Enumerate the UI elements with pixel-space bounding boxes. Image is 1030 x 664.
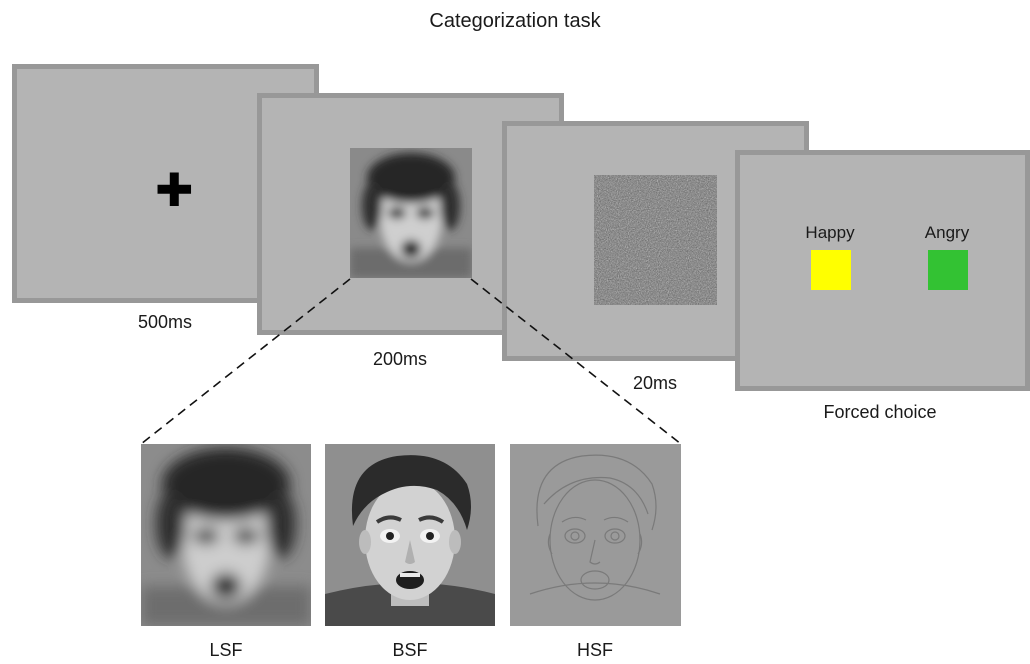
lsf-face-image	[141, 444, 311, 626]
blurred-face-image	[350, 148, 472, 278]
response-screen: Happy Angry	[735, 150, 1030, 391]
fixation-duration-label: 500ms	[137, 312, 193, 332]
response-label: Forced choice	[823, 402, 937, 422]
bsf-label: BSF	[392, 640, 428, 660]
hsf-label: HSF	[577, 640, 613, 660]
hsf-face-image	[510, 444, 681, 626]
mask-duration-label: 20ms	[632, 373, 677, 393]
bsf-face-image	[325, 444, 495, 626]
happy-color-swatch	[811, 250, 851, 290]
fixation-cross-icon: ✚	[155, 164, 194, 216]
noise-mask-image	[594, 175, 717, 305]
lsf-label: LSF	[209, 640, 243, 660]
angry-option-label: Angry	[924, 223, 970, 242]
diagram-title: Categorization task	[429, 10, 601, 32]
angry-color-swatch	[928, 250, 968, 290]
happy-option-label: Happy	[805, 223, 855, 242]
stimulus-duration-label: 200ms	[372, 349, 428, 369]
